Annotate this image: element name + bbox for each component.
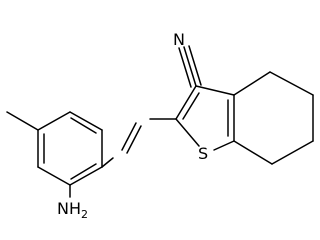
bond-c2-c3-thiophene-inner <box>182 92 200 120</box>
bond-c6-c1-inner <box>70 163 97 180</box>
bond-c4-c5 <box>69 111 103 131</box>
cyclohexene-ring <box>233 71 314 165</box>
bond-c2-c3-thiophene <box>175 85 197 120</box>
bond-c7-c7a <box>233 140 273 165</box>
bond-c4-c5 <box>269 71 314 96</box>
azo-linkage <box>101 118 177 168</box>
nitrile-bond-c <box>188 45 202 86</box>
azo-double-bond-a <box>121 122 137 151</box>
bond-c3-c3a <box>195 85 235 96</box>
sulfur-label: S <box>198 144 208 163</box>
bond-c1-c2 <box>37 166 71 186</box>
bond-c4-c5-inner <box>70 117 97 134</box>
bond-s-c2 <box>175 118 200 147</box>
methyl-bond <box>6 111 39 131</box>
molecule-structure-diagram: NH2 S N <box>6 30 314 221</box>
amine-label: NH2 <box>57 199 88 221</box>
nitrile-bond-a <box>183 46 197 87</box>
nitrile-group <box>178 45 202 88</box>
aryl-n-bond <box>101 157 114 168</box>
nitrile-bond-b <box>178 47 192 88</box>
bond-c3-c4 <box>37 111 71 131</box>
nitrile-nitrogen-label: N <box>173 30 185 49</box>
azo-double-bond-b <box>126 125 142 154</box>
bond-c6-c1 <box>69 166 103 186</box>
thiophene-ring <box>175 85 235 151</box>
bond-c6-c7 <box>271 140 314 165</box>
molecule-drawing: NH2 S N <box>6 30 314 221</box>
benzene-ring <box>37 111 103 186</box>
bond-c7a-s <box>213 140 235 151</box>
bond-c3a-c4 <box>233 71 271 96</box>
